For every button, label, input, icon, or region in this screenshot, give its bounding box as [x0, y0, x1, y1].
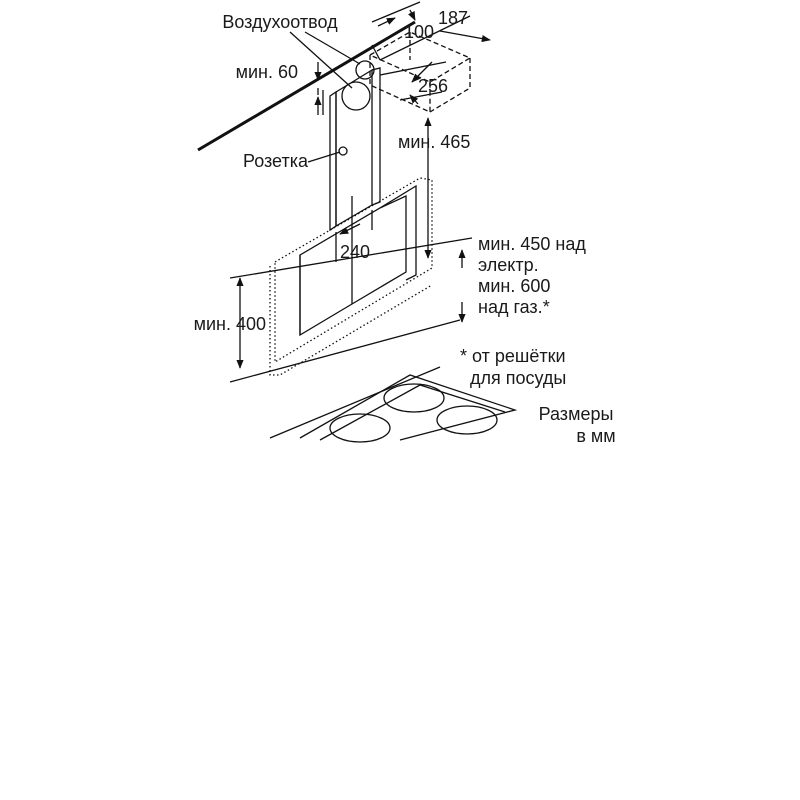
dimension-min-60: [314, 62, 324, 115]
dimension-100-187: [371, 9, 491, 61]
hood-canopy: [269, 177, 433, 376]
min-400-label: мин. 400: [194, 314, 266, 334]
burner-icon: [329, 413, 391, 443]
units-label: Размеры: [539, 404, 614, 424]
burner-icon: [436, 405, 498, 435]
min-465-label: мин. 465: [398, 132, 470, 152]
footnote-sub-label: для посуды: [470, 368, 566, 388]
cooktop: [269, 366, 518, 443]
dim-187-label: 187: [438, 8, 468, 28]
reference-lines: [229, 88, 473, 383]
burner-icon: [383, 383, 445, 413]
min-450-sub-label: электр.: [478, 255, 539, 275]
air-duct-label: Воздухоотвод: [222, 12, 338, 32]
dimension-256: [379, 61, 447, 105]
socket-icon: [338, 146, 348, 156]
ceiling-bracket-outline: [368, 31, 472, 114]
air-duct-opening-icon: [341, 81, 371, 111]
min-450-label: мин. 450 над: [478, 234, 586, 254]
dim-256-label: 256: [418, 76, 448, 96]
dim-100-label: 100: [404, 22, 434, 42]
footnote-label: * от решётки: [460, 346, 566, 366]
ceiling-line: [197, 1, 421, 152]
min-600-label: мин. 600: [478, 276, 550, 296]
units-sub-label: в мм: [576, 426, 615, 446]
min-60-label: мин. 60: [236, 62, 298, 82]
dimension-240: [335, 210, 373, 262]
min-600-sub-label: над газ.*: [478, 297, 550, 317]
socket-label: Розетка: [243, 151, 309, 171]
dim-240-label: 240: [340, 242, 370, 262]
leader-lines: [289, 31, 361, 163]
